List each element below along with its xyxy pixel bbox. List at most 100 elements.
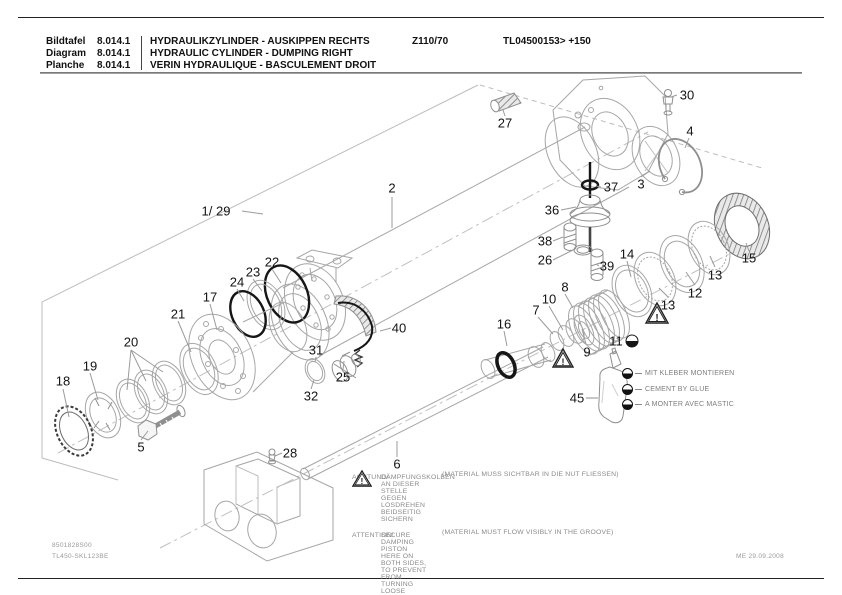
part-label-37: 37 bbox=[603, 179, 619, 195]
part-label-28: 28 bbox=[282, 445, 298, 461]
part-label-40: 40 bbox=[391, 320, 407, 336]
part-label-27: 27 bbox=[497, 115, 513, 131]
note-tag: ATTENTION! bbox=[352, 532, 394, 539]
legend-dash bbox=[635, 404, 642, 406]
part-label-23: 23 bbox=[245, 264, 261, 280]
note-line2: (MATERIAL MUSS SICHTBAR IN DIE NUT FLIES… bbox=[442, 471, 619, 478]
svg-text:!: ! bbox=[562, 357, 565, 367]
part-label-13: 13 bbox=[660, 297, 676, 313]
damping-valve-group bbox=[563, 162, 611, 281]
part-label-21: 21 bbox=[170, 306, 186, 322]
gland-17 bbox=[188, 301, 308, 401]
model-code: Z110/70 bbox=[412, 36, 449, 47]
piston-assembly bbox=[549, 289, 630, 356]
clevis bbox=[203, 451, 334, 562]
part-label-14: 14 bbox=[619, 246, 635, 262]
header-row-label-en: Diagram bbox=[46, 48, 87, 59]
part-label-31: 31 bbox=[308, 342, 324, 358]
bearing-ring-3 bbox=[631, 125, 681, 187]
title-de: HYDRAULIKZYLINDER - AUSKIPPEN RECHTS bbox=[150, 36, 370, 47]
o-rings bbox=[229, 264, 311, 338]
bolt-5 bbox=[137, 404, 186, 441]
title-en: HYDRAULIC CYLINDER - DUMPING RIGHT bbox=[150, 48, 353, 59]
page-bottom-border bbox=[18, 578, 824, 579]
note-line2: (MATERIAL MUST FLOW VISIBLY IN THE GROOV… bbox=[442, 529, 614, 536]
serial-range: TL04500153> +150 bbox=[503, 36, 591, 47]
glue-dot-icon bbox=[622, 383, 633, 395]
glue-marker-11 bbox=[625, 334, 639, 348]
part-label-3: 3 bbox=[637, 176, 645, 192]
drawing-code: 8501828S00 bbox=[52, 542, 92, 549]
warning-triangle-icon: ! bbox=[352, 470, 372, 487]
part-label-24: 24 bbox=[229, 274, 245, 290]
glue-dot-icon bbox=[622, 399, 633, 411]
part-label-26: 26 bbox=[537, 252, 553, 268]
revision-date: ME 29.09.2008 bbox=[736, 553, 784, 560]
warning-note: ! ATTENTION!SECURE DAMPING PISTON HERE ON… bbox=[352, 470, 822, 595]
part-label-4: 4 bbox=[686, 123, 694, 139]
part-label-25: 25 bbox=[335, 369, 351, 385]
part-label-10: 10 bbox=[541, 291, 557, 307]
circlip-4 bbox=[657, 138, 703, 196]
part-label-16: 16 bbox=[496, 316, 512, 332]
centerlines bbox=[57, 131, 771, 549]
part-label-38: 38 bbox=[537, 233, 553, 249]
note-line1: SECURE DAMPING PISTON HERE ON BOTH SIDES… bbox=[381, 532, 427, 595]
legend-item: A MONTER AVEC MASTIC bbox=[622, 397, 734, 413]
part-label-12: 12 bbox=[687, 285, 703, 301]
part-label-20: 20 bbox=[123, 334, 139, 350]
legend-label: MIT KLEBER MONTIEREN bbox=[645, 370, 735, 378]
legend-dash bbox=[635, 373, 642, 375]
assembly-boundary bbox=[41, 84, 763, 481]
part-label-13: 13 bbox=[707, 267, 723, 283]
diagram-number: 8.014.1 bbox=[97, 48, 131, 59]
part-label-39: 39 bbox=[599, 258, 615, 274]
legend-label: CEMENT BY GLUE bbox=[645, 385, 710, 393]
legend-item: CEMENT BY GLUE bbox=[622, 382, 734, 398]
part-label-45: 45 bbox=[569, 390, 585, 406]
leader-lines bbox=[62, 94, 750, 457]
diagram-number: 8.014.1 bbox=[97, 36, 131, 47]
svg-text:!: ! bbox=[655, 313, 658, 324]
rings-31-32 bbox=[304, 358, 326, 384]
note-tag: ACHTUNG! bbox=[352, 474, 390, 481]
warning-triangle-icon: ! ! bbox=[551, 301, 670, 368]
header-rule bbox=[40, 72, 802, 74]
svg-text:!: ! bbox=[360, 476, 363, 486]
header-row-label-fr: Planche bbox=[46, 60, 85, 71]
part-label-36: 36 bbox=[544, 202, 560, 218]
part-label-6: 6 bbox=[393, 456, 401, 472]
diagram-number: 8.014.1 bbox=[97, 60, 131, 71]
header-separator bbox=[141, 36, 142, 70]
warning-note: !ACHTUNG!DÄMPFUNGSKOLBEN AN DIESER STELL… bbox=[352, 470, 822, 523]
piston-rod bbox=[300, 342, 556, 481]
title-fr: VERIN HYDRAULIQUE - BASCULEMENT DROIT bbox=[150, 60, 377, 71]
part-label-5: 5 bbox=[137, 439, 145, 455]
part-label-11: 11 bbox=[609, 333, 623, 349]
part-label-17: 17 bbox=[202, 289, 218, 305]
legend-label: A MONTER AVEC MASTIC bbox=[645, 401, 735, 409]
sheet-code: TL450-SKL123BE bbox=[52, 553, 109, 560]
cylinder-barrel bbox=[270, 116, 630, 361]
note-line1: DÄMPFUNGSKOLBEN AN DIESER STELLE GEGEN L… bbox=[381, 474, 456, 523]
part-label-15: 15 bbox=[741, 250, 757, 266]
part-label-2: 2 bbox=[388, 180, 396, 196]
glue-legend: MIT KLEBER MONTIEREN CEMENT BY GLUE A MONT… bbox=[622, 366, 734, 413]
glue-bottle bbox=[598, 347, 628, 424]
part-label-22: 22 bbox=[264, 254, 280, 270]
pin-27 bbox=[490, 92, 522, 113]
warning-notes: !ACHTUNG!DÄMPFUNGSKOLBEN AN DIESER STELL… bbox=[352, 470, 822, 595]
hose-40 bbox=[333, 295, 377, 368]
part-label-129: 1/ 29 bbox=[201, 203, 231, 219]
part-label-18: 18 bbox=[55, 373, 71, 389]
legend-item: MIT KLEBER MONTIEREN bbox=[622, 366, 734, 382]
part-label-7: 7 bbox=[532, 302, 540, 318]
part-label-30: 30 bbox=[679, 87, 695, 103]
header-row-label-de: Bildtafel bbox=[46, 36, 86, 47]
part-label-19: 19 bbox=[82, 358, 98, 374]
page-top-border bbox=[18, 17, 824, 18]
fitting-25 bbox=[331, 351, 361, 382]
part-label-8: 8 bbox=[561, 279, 569, 295]
